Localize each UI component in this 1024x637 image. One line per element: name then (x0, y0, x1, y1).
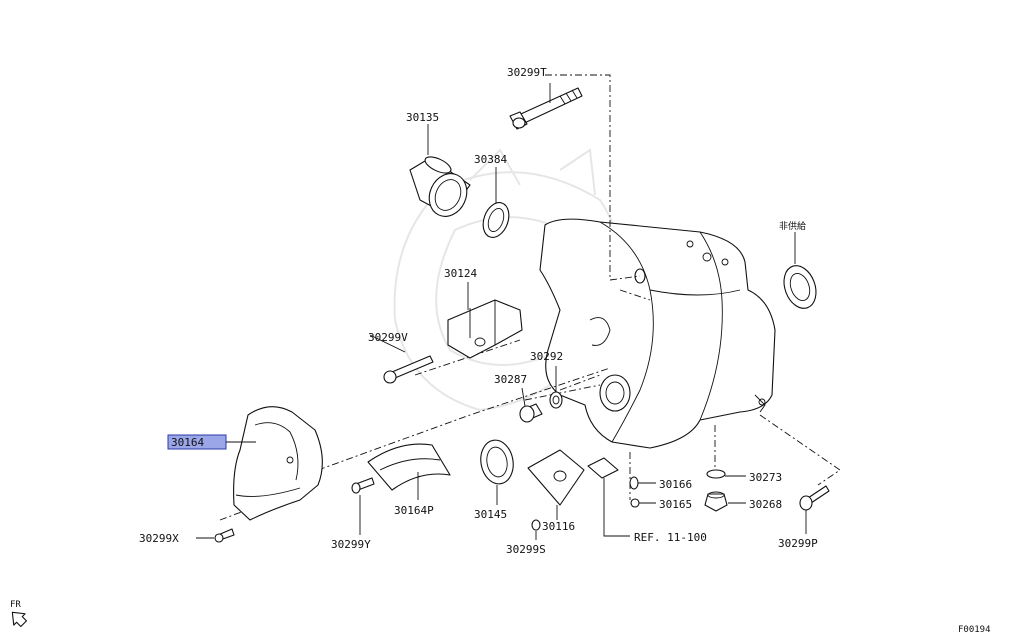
label-30299P: 30299P (778, 537, 818, 550)
transmission-case (539, 218, 776, 449)
label-30116: 30116 (542, 520, 575, 533)
label-30287: 30287 (494, 373, 527, 386)
bolt-30299P (799, 485, 830, 511)
oil-seal-30145 (480, 439, 514, 485)
label-30273: 30273 (749, 471, 782, 484)
bolt-30299T (509, 87, 583, 130)
label-30299V: 30299V (368, 331, 408, 344)
oil-seal-not-supplied (783, 265, 817, 309)
figure-id: F00194 (958, 625, 991, 635)
nut-30268 (704, 491, 728, 512)
label-30299S: 30299S (506, 543, 546, 556)
washer-30292 (549, 391, 563, 409)
plug-30165 (630, 498, 640, 508)
label-ref: REF. 11-100 (634, 531, 707, 544)
label-30299X: 30299X (139, 532, 179, 545)
label-30299T: 30299T (507, 66, 547, 79)
ref-part (587, 457, 619, 479)
oring-30166 (629, 476, 639, 490)
bolt-30299X (214, 528, 235, 543)
label-30145: 30145 (474, 508, 507, 521)
cover-30164 (233, 406, 323, 521)
leader-ref (603, 478, 630, 537)
label-30292: 30292 (530, 350, 563, 363)
plug-30287 (519, 403, 543, 423)
label-30164: 30164 (171, 436, 204, 449)
front-arrow-icon (11, 611, 28, 628)
shield-30164P (367, 443, 451, 491)
sleeve-30135 (409, 156, 471, 217)
oil-seal-30384 (482, 202, 510, 238)
label-30124: 30124 (444, 267, 477, 280)
label-30268: 30268 (749, 498, 782, 511)
label-orientation: FR (10, 600, 21, 610)
label-30135: 30135 (406, 111, 439, 124)
leader-30287 (521, 387, 526, 407)
label-30165: 30165 (659, 498, 692, 511)
plate-30116 (527, 449, 585, 506)
bolt-30299V (383, 355, 434, 384)
label-30299Y: 30299Y (331, 538, 371, 551)
label-30166: 30166 (659, 478, 692, 491)
bracket-30124 (447, 299, 523, 359)
label-30384: 30384 (474, 153, 507, 166)
bolt-30299S (531, 519, 541, 531)
gasket-30273 (706, 469, 726, 479)
leader-30299V (369, 334, 406, 353)
bolt-30299Y (351, 477, 375, 494)
label-not-supplied: 非供給 (779, 220, 806, 232)
label-30164P: 30164P (394, 504, 434, 517)
